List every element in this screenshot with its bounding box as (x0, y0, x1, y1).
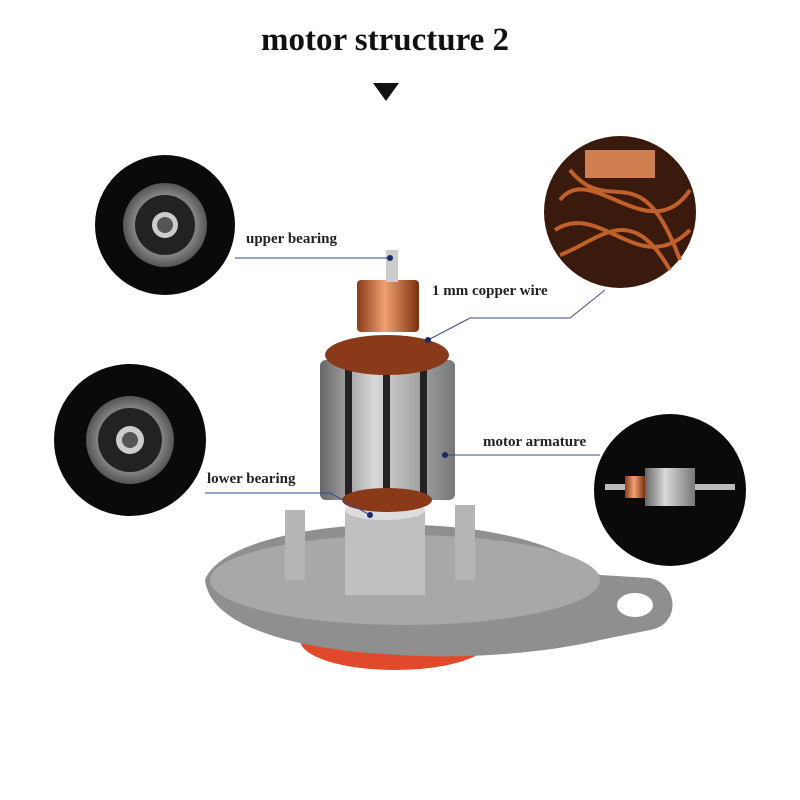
lower-bearing-inset (54, 364, 206, 516)
leader-lines (205, 257, 606, 516)
motor-armature-inset (594, 414, 746, 566)
copper-wire-inset (544, 136, 696, 288)
label-upper-bearing: upper bearing (246, 231, 337, 247)
diagram-title: motor structure 2 (260, 22, 510, 58)
upper-bearing-inset (95, 155, 235, 295)
down-arrow-icon (373, 83, 399, 101)
label-motor-armature: motor armature (483, 434, 587, 450)
label-lower-bearing: lower bearing (207, 471, 296, 487)
label-copper-wire: 1 mm copper wire (432, 283, 548, 299)
motor-body (205, 250, 673, 670)
